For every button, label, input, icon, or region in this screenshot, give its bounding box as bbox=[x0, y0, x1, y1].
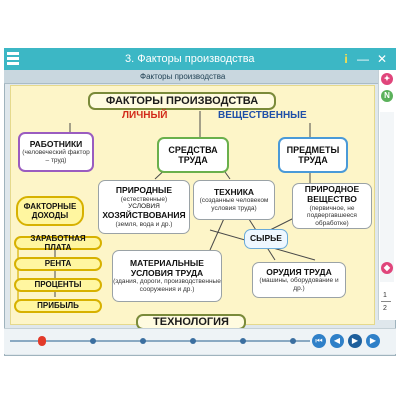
next-icon[interactable]: ▶ bbox=[366, 334, 380, 348]
notes-icon[interactable]: N bbox=[381, 90, 393, 102]
close-button[interactable]: ✕ bbox=[376, 52, 388, 66]
pin-icon[interactable]: ✦ bbox=[381, 73, 393, 85]
material-conditions-box: МАТЕРИАЛЬНЫЕ УСЛОВИЯ ТРУДА (здания, доро… bbox=[112, 250, 222, 302]
income-label: РЕНТА bbox=[44, 259, 72, 269]
sub-header-bar bbox=[4, 70, 396, 84]
tools-box: ОРУДИЯ ТРУДА (машины, оборудование и др.… bbox=[252, 262, 346, 298]
rewind-icon[interactable]: ⏮ bbox=[312, 334, 326, 348]
sidebar-panel bbox=[380, 112, 394, 282]
timeline-step[interactable] bbox=[240, 338, 246, 344]
factor-incomes-title: ФАКТОРНЫЕ ДОХОДЫ bbox=[23, 201, 77, 220]
objects-box: ПРЕДМЕТЫ ТРУДА bbox=[278, 137, 348, 173]
main-title: ФАКТОРЫ ПРОИЗВОДСТВА bbox=[105, 94, 259, 107]
natural-sub2: (земля, вода и др.) bbox=[115, 220, 173, 228]
raw-box: СЫРЬЕ bbox=[244, 229, 288, 249]
workers-box: РАБОТНИКИ (человеческий фактор – труд) bbox=[18, 132, 94, 172]
natural-substance-sub: (первичное, не подвергавшееся обработке) bbox=[307, 204, 357, 227]
objects-title: ПРЕДМЕТЫ ТРУДА bbox=[286, 144, 340, 165]
factor-incomes-box: ФАКТОРНЫЕ ДОХОДЫ bbox=[16, 196, 84, 226]
minimize-button[interactable]: — bbox=[357, 52, 369, 66]
income-label: ЗАРАБОТНАЯ ПЛАТА bbox=[30, 233, 86, 252]
timeline-step[interactable] bbox=[290, 338, 296, 344]
play-icon[interactable]: ▶ bbox=[348, 334, 362, 348]
technology-title: ТЕХНОЛОГИЯ bbox=[153, 315, 229, 328]
tools-title: ОРУДИЯ ТРУДА bbox=[266, 266, 332, 277]
timeline-step[interactable] bbox=[90, 338, 96, 344]
app-logo-icon bbox=[7, 52, 19, 65]
timeline-step[interactable] bbox=[140, 338, 146, 344]
natural-sub1: (естественные) bbox=[120, 195, 168, 203]
timeline-track[interactable] bbox=[10, 340, 310, 342]
means-title: СРЕДСТВА ТРУДА bbox=[168, 144, 218, 165]
natural-title: ПРИРОДНЫЕ bbox=[115, 185, 173, 196]
income-box: ПРОЦЕНТЫ bbox=[14, 278, 102, 292]
subheader-title: Факторы производства bbox=[140, 72, 226, 81]
technique-box: ТЕХНИКА (созданные человеком условия тру… bbox=[193, 180, 275, 220]
material-conditions-sub: (здания, дороги, производственные сооруж… bbox=[113, 278, 221, 293]
page-divider bbox=[381, 301, 391, 302]
label-material: ВЕЩЕСТВЕННЫЕ bbox=[218, 110, 307, 121]
bookmark-icon[interactable]: ◆ bbox=[381, 262, 393, 274]
window-title: 3. Факторы производства bbox=[125, 53, 255, 65]
timeline-position-marker[interactable] bbox=[38, 336, 46, 346]
income-box: ЗАРАБОТНАЯ ПЛАТА bbox=[14, 233, 102, 252]
natural-substance-box: ПРИРОДНОЕ ВЕЩЕСТВО (первичное, не подвер… bbox=[292, 183, 372, 229]
main-title-box: ФАКТОРЫ ПРОИЗВОДСТВА bbox=[88, 92, 276, 110]
page-number-2[interactable]: 2 bbox=[383, 305, 387, 312]
workers-title: РАБОТНИКИ bbox=[29, 138, 83, 149]
natural-substance-title: ПРИРОДНОЕ ВЕЩЕСТВО bbox=[304, 184, 360, 204]
natural-mid: УСЛОВИЯ bbox=[128, 203, 160, 211]
technique-title: ТЕХНИКА bbox=[213, 186, 255, 197]
technique-sub: (созданные человеком условия труда) bbox=[199, 197, 269, 212]
workers-sub: (человеческий фактор – труд) bbox=[22, 149, 90, 164]
previous-icon[interactable]: ◀ bbox=[330, 334, 344, 348]
info-button[interactable]: i bbox=[344, 52, 348, 66]
raw-title: СЫРЬЕ bbox=[250, 233, 282, 244]
income-label: ПРИБЫЛЬ bbox=[37, 301, 79, 311]
label-personal: ЛИЧНЫЙ bbox=[122, 110, 168, 121]
income-label: ПРОЦЕНТЫ bbox=[34, 280, 82, 290]
title-bar bbox=[4, 48, 396, 70]
timeline-step[interactable] bbox=[190, 338, 196, 344]
tools-sub: (машины, оборудование и др.) bbox=[259, 277, 339, 292]
natural-title2: ХОЗЯЙСТВОВАНИЯ bbox=[102, 209, 186, 220]
page-number-1[interactable]: 1 bbox=[383, 292, 387, 299]
natural-box: ПРИРОДНЫЕ (естественные) УСЛОВИЯ ХОЗЯЙСТ… bbox=[98, 180, 190, 234]
income-box: ПРИБЫЛЬ bbox=[14, 299, 102, 313]
material-conditions-title: МАТЕРИАЛЬНЫЕ УСЛОВИЯ ТРУДА bbox=[130, 257, 204, 278]
means-box: СРЕДСТВА ТРУДА bbox=[157, 137, 229, 173]
income-box: РЕНТА bbox=[14, 257, 102, 271]
